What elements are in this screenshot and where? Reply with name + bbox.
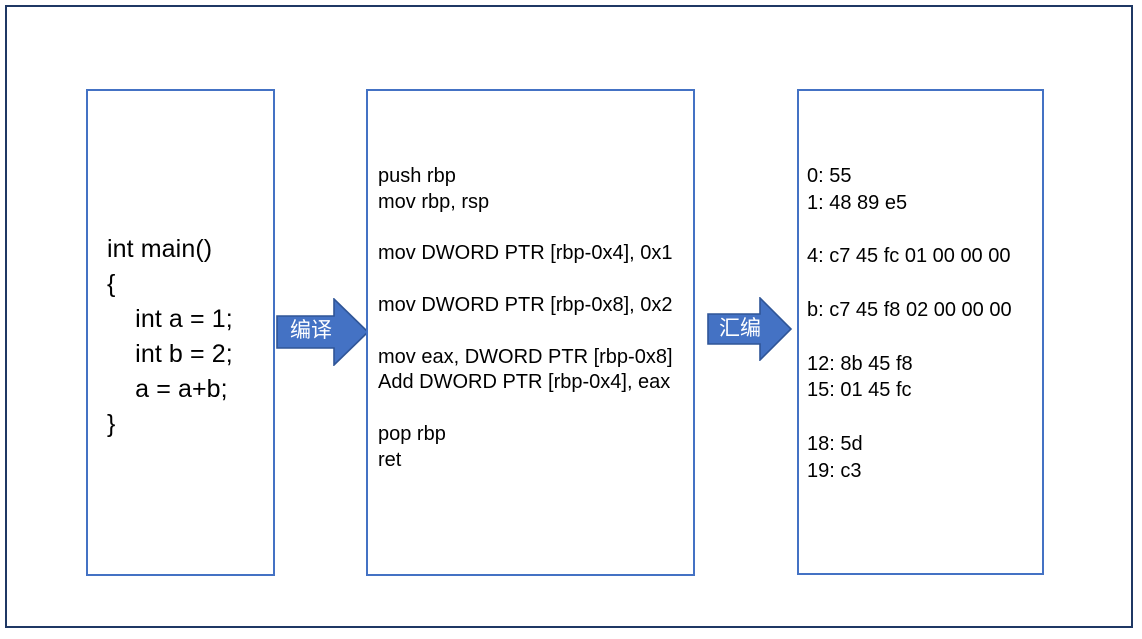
- assemble-arrow: 汇编: [707, 297, 793, 361]
- machine-code-box: [797, 89, 1044, 575]
- assembly-code-box: [366, 89, 695, 576]
- compile-arrow-icon: [276, 298, 370, 366]
- compile-arrow: 编译: [276, 298, 370, 366]
- assembly-code-text: push rbp mov rbp, rsp mov DWORD PTR [rbp…: [378, 165, 673, 471]
- source-code-text: int main() { int a = 1; int b = 2; a = a…: [107, 235, 233, 438]
- machine-code-text: 0: 55 1: 48 89 e5 4: c7 45 fc 01 00 00 0…: [807, 165, 1012, 482]
- assemble-arrow-icon: [707, 297, 793, 361]
- source-code-box: [86, 89, 275, 576]
